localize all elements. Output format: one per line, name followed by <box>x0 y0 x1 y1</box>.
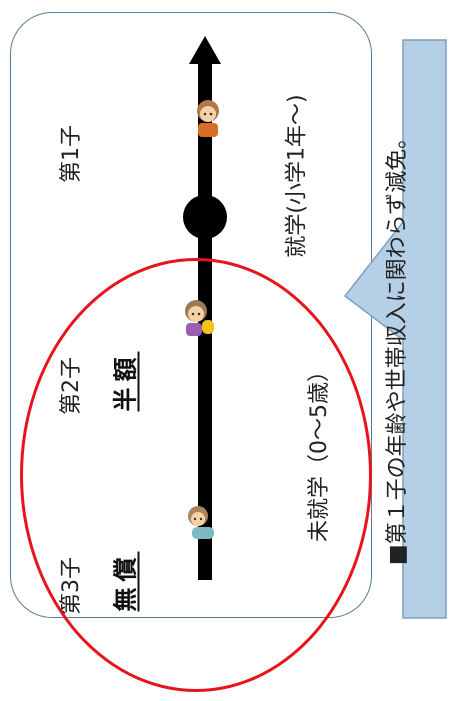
timeline-arrow-head <box>189 36 221 64</box>
school-stage-label: 就学(小学1年〜) <box>284 94 310 258</box>
reduction-note: ■第１子の年齢や世帯収入に関わらず減免。 <box>385 126 411 566</box>
highlight-oval <box>20 258 372 692</box>
first-child-label: 第1子 <box>59 125 84 183</box>
first-child-figure <box>197 100 219 137</box>
school-entry-milestone-dot <box>183 195 227 239</box>
